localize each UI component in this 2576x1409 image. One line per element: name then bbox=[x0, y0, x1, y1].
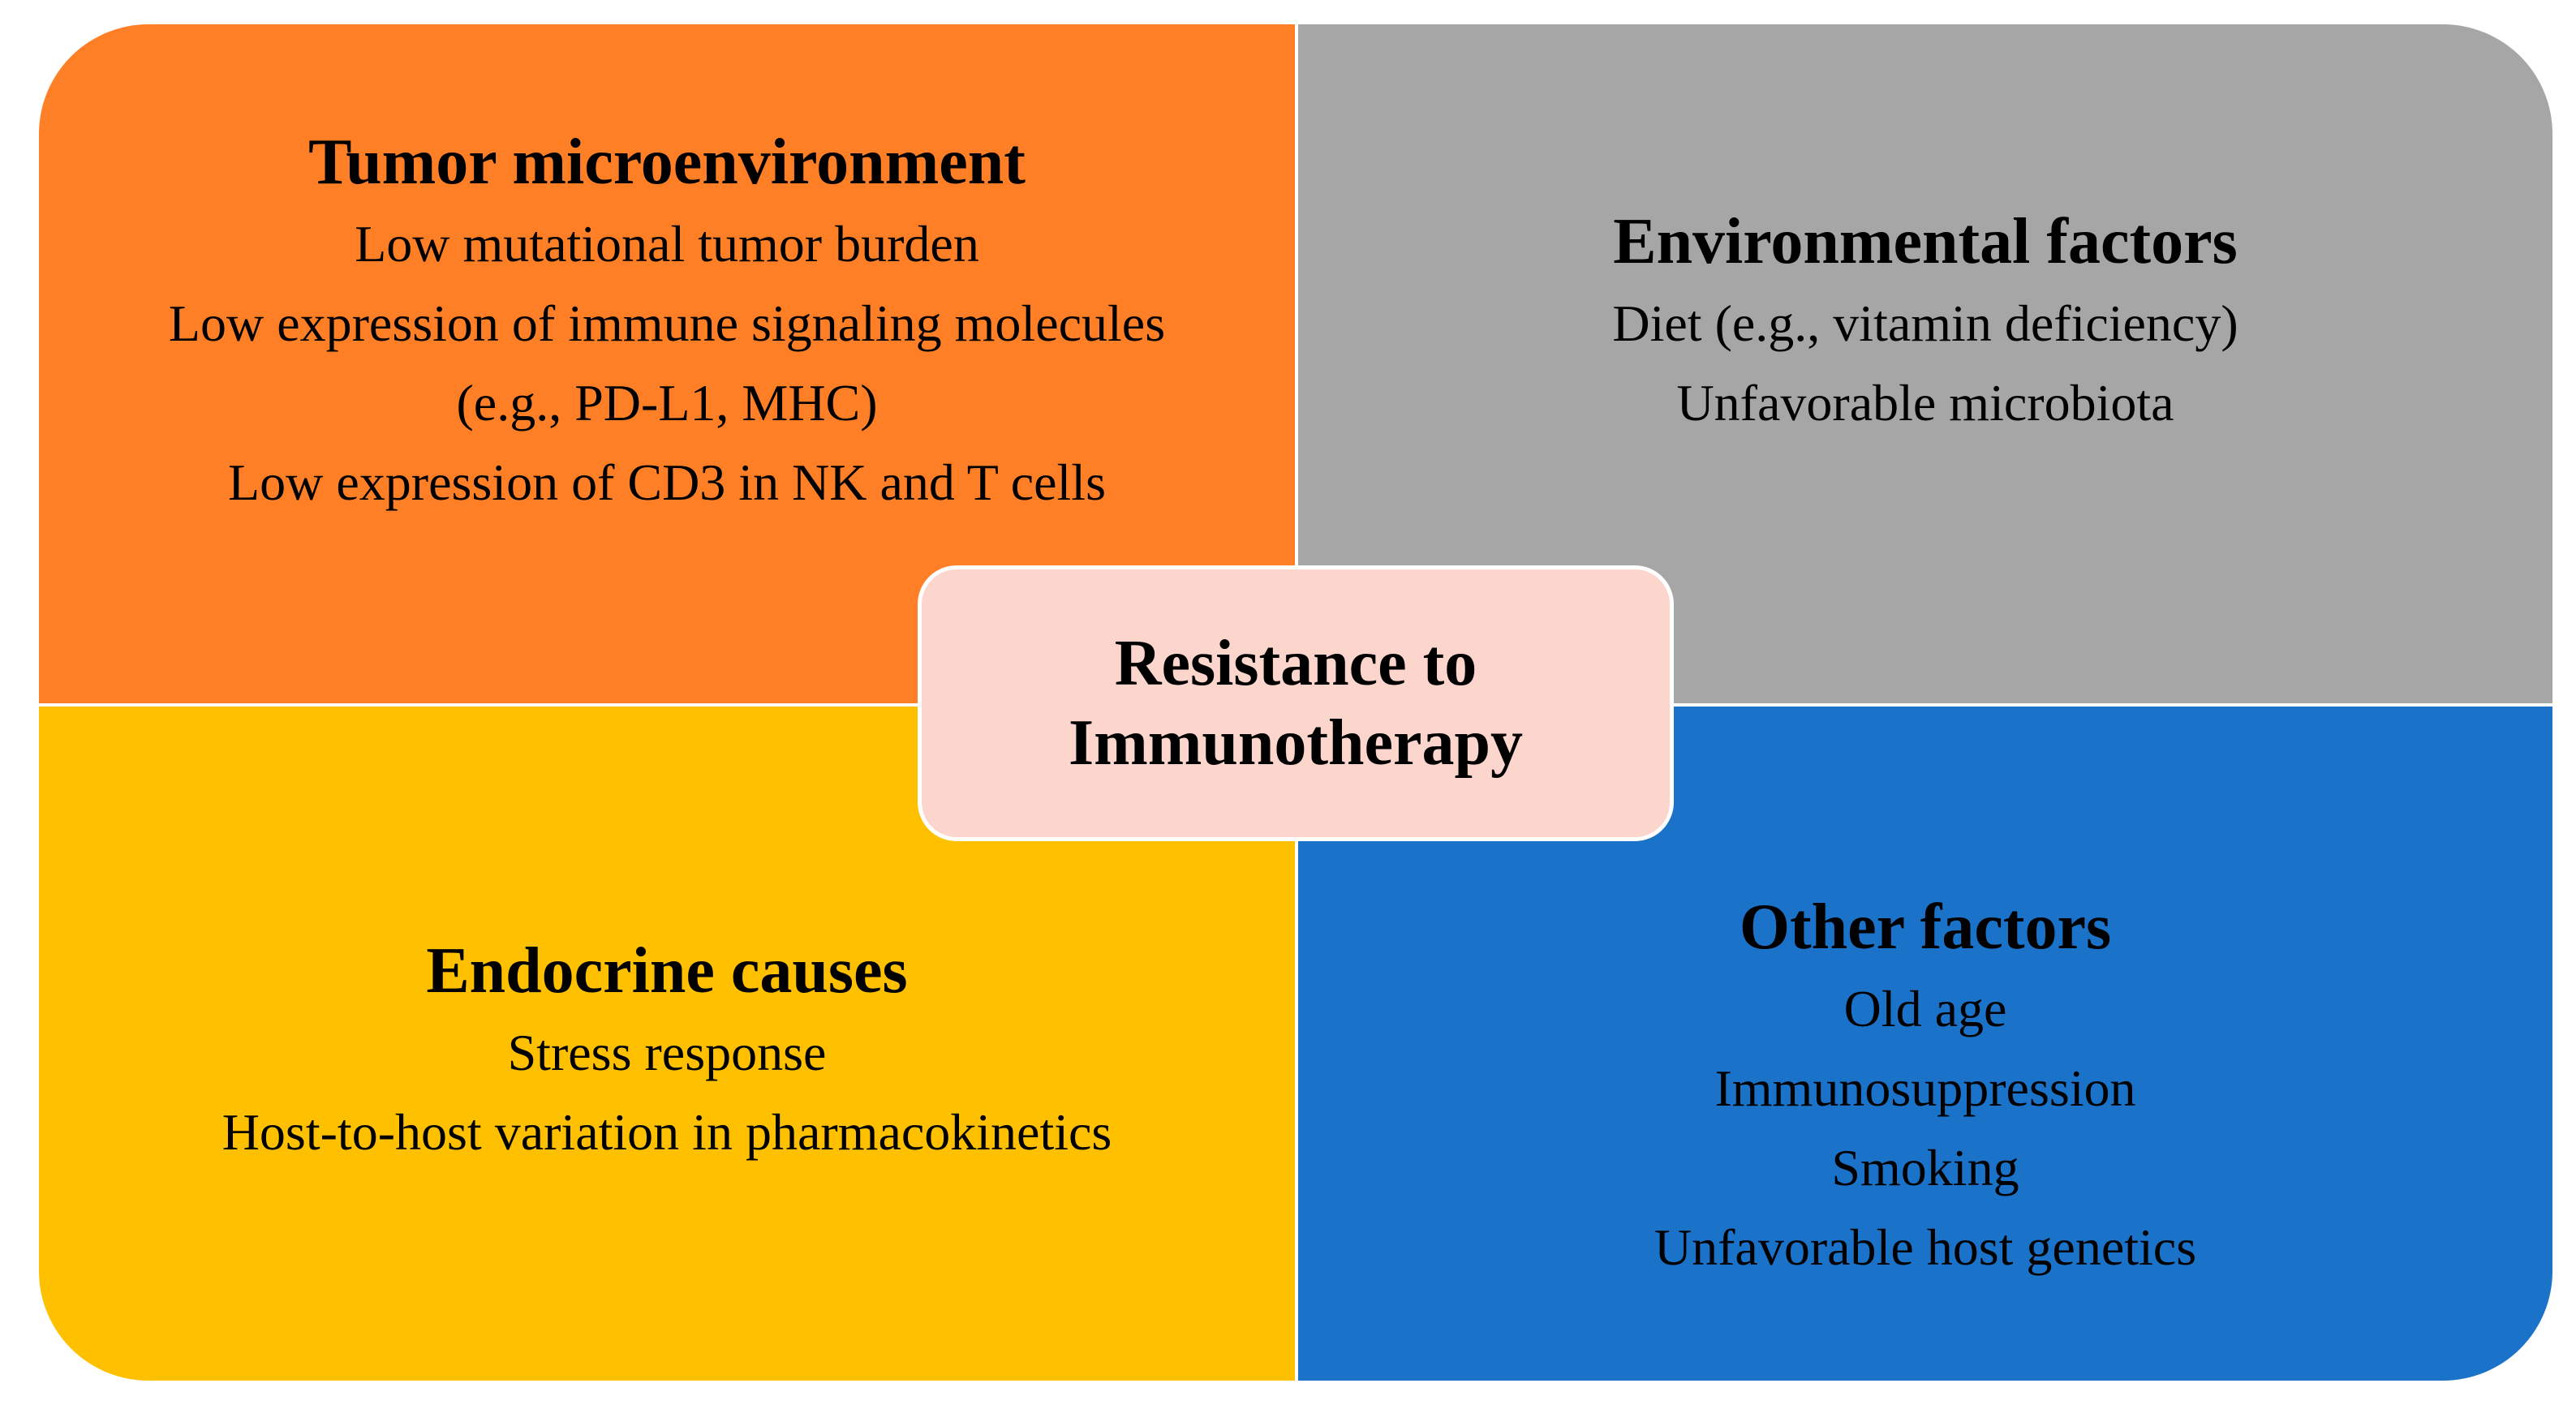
center-title-line: Resistance to bbox=[1114, 628, 1477, 699]
endocrine-causes-item: Host-to-host variation in pharmacokineti… bbox=[221, 1103, 1112, 1161]
resistance-diagram: Tumor microenvironment Low mutational tu… bbox=[39, 24, 2552, 1381]
center-title: Resistance to Immunotherapy bbox=[1069, 624, 1523, 783]
endocrine-causes-title: Endocrine causes bbox=[426, 935, 908, 1007]
environmental-factors-item: Unfavorable microbiota bbox=[1676, 374, 2174, 432]
other-factors-content: Other factors Old age Immunosuppression … bbox=[1298, 887, 2552, 1287]
tumor-microenvironment-item: Low mutational tumor burden bbox=[355, 215, 979, 273]
tumor-microenvironment-item: Low expression of CD3 in NK and T cells bbox=[228, 453, 1106, 511]
endocrine-causes-item: Stress response bbox=[507, 1024, 827, 1081]
other-factors-item: Immunosuppression bbox=[1714, 1059, 2136, 1117]
tumor-microenvironment-item: Low expression of immune signaling molec… bbox=[168, 294, 1166, 352]
other-factors-title: Other factors bbox=[1739, 891, 2112, 963]
environmental-factors-title: Environmental factors bbox=[1613, 206, 2238, 277]
tumor-microenvironment-content: Tumor microenvironment Low mutational tu… bbox=[39, 122, 1295, 522]
environmental-factors-content: Environmental factors Diet (e.g., vitami… bbox=[1298, 201, 2552, 443]
tumor-microenvironment-item: (e.g., PD-L1, MHC) bbox=[456, 374, 878, 432]
tumor-microenvironment-title: Tumor microenvironment bbox=[308, 127, 1026, 198]
environmental-factors-item: Diet (e.g., vitamin deficiency) bbox=[1612, 294, 2238, 352]
center-title-line: Immunotherapy bbox=[1068, 707, 1524, 779]
resistance-center-box: Resistance to Immunotherapy bbox=[918, 565, 1674, 841]
other-factors-item: Old age bbox=[1843, 980, 2007, 1037]
tumor-microenvironment-panel: Tumor microenvironment Low mutational tu… bbox=[39, 24, 1295, 703]
other-factors-item: Unfavorable host genetics bbox=[1654, 1218, 2197, 1276]
endocrine-causes-content: Endocrine causes Stress response Host-to… bbox=[39, 930, 1295, 1172]
other-factors-item: Smoking bbox=[1831, 1139, 2019, 1196]
